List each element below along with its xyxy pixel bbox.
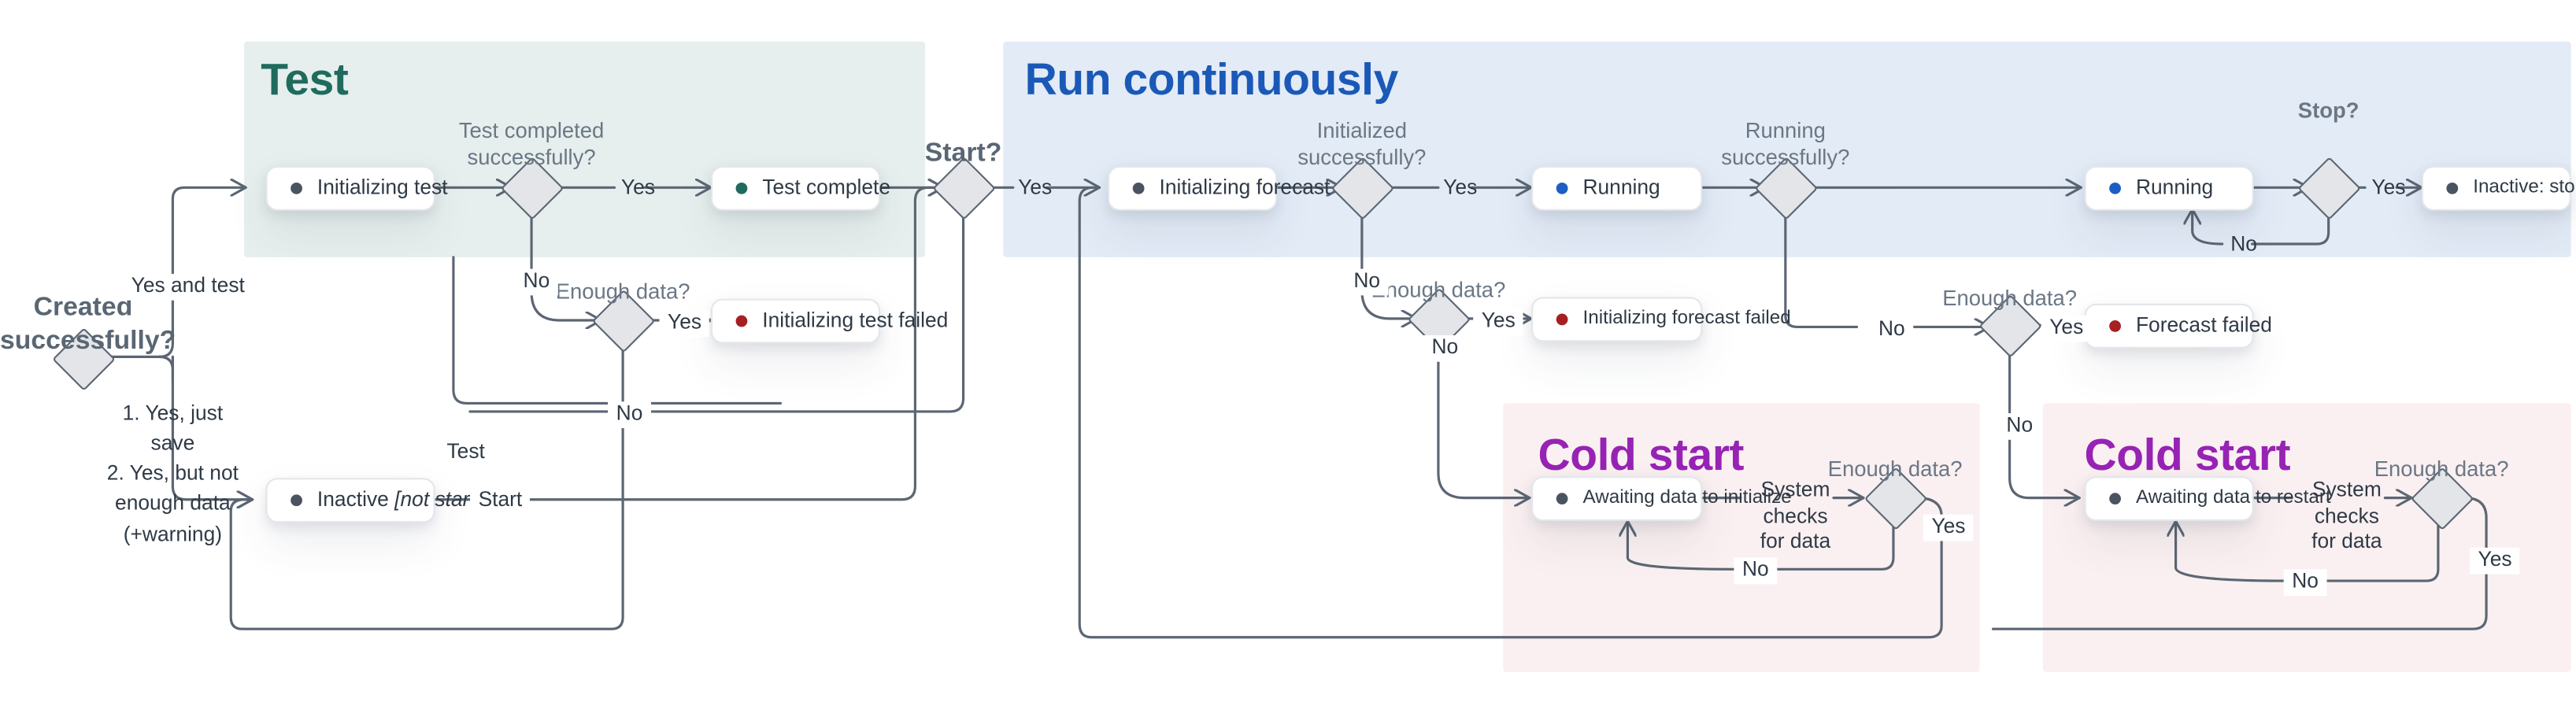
node-label: Initializing forecast failed [1582,308,1791,329]
edge-label-yes-enough-data-running: Yes [2041,315,2092,342]
edge-label-no-enough-data-test: No [608,401,651,428]
band-cold-start-restart-title: Cold start [2084,430,2291,480]
node-label: Awaiting data to initialize [1582,487,1792,508]
node-initializing-forecast-failed[interactable]: Initializing forecast failed [1531,297,1791,342]
decision-label-enough-data-test: Enough data? [555,279,690,304]
edge-label-no-stop: No [2230,232,2257,256]
edge-label-yes-test-complete: Yes [620,176,656,200]
status-dot-blue [2109,182,2121,194]
edge-label-system-checks-for-data-restart: System checks for data [2311,478,2382,553]
status-dot-red [2109,320,2121,332]
decision-label-stop: Stop? [2297,98,2359,124]
edge-label-created-options: 1. Yes, just save 2. Yes, but not enough… [106,401,239,545]
decision-label-start: Start? [924,139,1002,168]
edge-label-start: Start [470,487,531,514]
band-cold-start-initialize-title: Cold start [1538,430,1745,480]
node-label: Awaiting data to restart [2135,487,2331,508]
node-label: Forecast failed [2135,314,2272,338]
status-dot-green [735,182,748,194]
node-awaiting-data-to-restart[interactable]: Awaiting data to restart [2084,476,2331,522]
edge-label-yes-and-test: Yes and test [123,273,254,300]
edge-label-no-running-successfully: No [1870,316,1914,343]
decision-label-initialized-successfully: Initialized successfully? [1297,117,1427,169]
node-test-complete[interactable]: Test complete [710,165,890,211]
node-initializing-test-failed[interactable]: Initializing test failed [710,298,948,344]
edge-label-test: Test [438,439,494,466]
decision-label-cold-start-restart-enough-data: Enough data? [2374,456,2509,482]
status-dot-grey [291,494,302,507]
decision-label-created-successfully: Created successfully? [0,294,176,355]
node-label: Initializing test [316,176,448,200]
node-running-2[interactable]: Running [2084,165,2254,211]
decision-label-enough-data-running: Enough data? [1942,285,2078,311]
node-awaiting-data-to-initialize[interactable]: Awaiting data to initialize [1531,476,1792,522]
status-dot-grey [2446,182,2459,194]
band-test-title: Test [261,54,349,105]
edge-label-no-initialized: No [1345,268,1389,295]
node-label: Inactive: stopped [2473,177,2576,198]
node-inactive-not-started[interactable]: Inactive [not started] [265,478,504,523]
edge-label-no-test-completed: No [514,268,558,295]
edge-label-no-enough-data-initialize: No [1423,334,1467,361]
node-forecast-failed[interactable]: Forecast failed [2084,303,2272,349]
status-dot-grey [291,182,302,194]
edge-label-yes-cold-start-initialize: Yes [1923,514,1975,541]
edge-label-yes-enough-data-initialize: Yes [1473,309,1524,335]
edge-label-system-checks-for-data-initialize: System checks for data [1760,478,1831,553]
edge-label-yes-initialized: Yes [1443,176,1478,200]
edge-label-yes-cold-start-restart: Yes [2469,547,2521,574]
status-dot-grey [1132,182,1145,194]
edge-label-yes-enough-data-test: Yes [659,310,710,337]
node-initializing-test[interactable]: Initializing test [265,165,448,211]
status-dot-grey [1556,493,1568,505]
decision-label-test-completed-successfully: Test completed successfully? [458,117,605,169]
status-dot-red [1556,313,1568,326]
node-initializing-forecast[interactable]: Initializing forecast [1108,165,1330,211]
status-dot-red [735,315,748,327]
status-dot-blue [1556,182,1568,194]
node-inactive-stopped[interactable]: Inactive: stopped [2421,165,2576,211]
edge-label-no-enough-data-running: No [1997,413,2041,440]
edge-label-yes-stop: Yes [2371,176,2406,200]
decision-label-running-successfully: Running successfully? [1721,117,1850,169]
edge-label-no-cold-start-restart: No [2283,569,2327,596]
node-label: Initializing forecast [1159,176,1331,200]
node-running-1[interactable]: Running [1531,165,1703,211]
edge-label-yes-start: Yes [1018,176,1053,200]
node-label: Running [1582,176,1660,200]
band-run-continuously-title: Run continuously [1024,54,1399,105]
status-dot-grey [2109,493,2121,505]
node-label: Running [2135,176,2214,200]
node-label: Test complete [762,176,891,200]
edge-label-no-cold-start-initialize: No [1734,557,1778,584]
decision-label-cold-start-initialize-enough-data: Enough data? [1827,456,1963,482]
node-label: Initializing test failed [762,309,949,333]
